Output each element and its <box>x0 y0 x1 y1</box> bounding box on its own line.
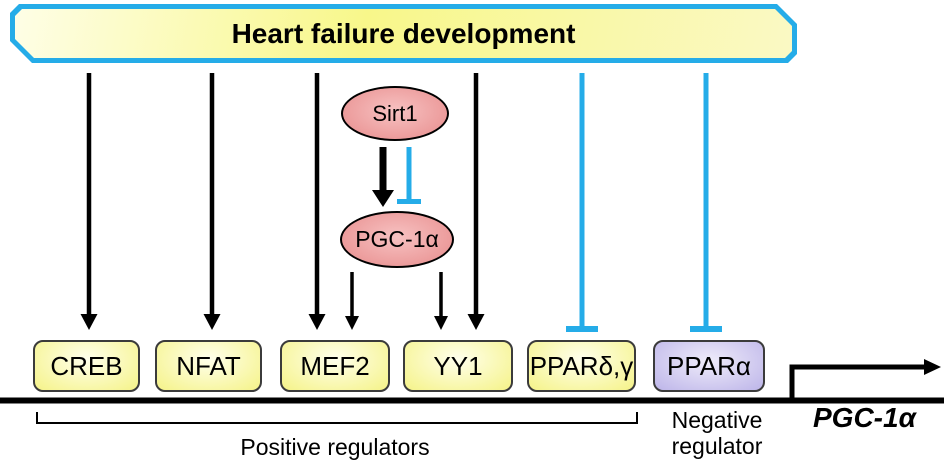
pgc1a-label: PGC-1α <box>355 226 439 252</box>
arrow-to-creb <box>80 73 98 330</box>
inhibit-to-ppardg <box>566 73 598 332</box>
box-nfat: NFAT <box>155 340 262 392</box>
yy1-label: YY1 <box>433 350 483 381</box>
heart-failure-banner: Heart failure development <box>10 4 797 63</box>
nfat-label: NFAT <box>176 350 241 381</box>
positive-group-bracket <box>36 412 638 424</box>
ppardg-label: PPARδ,γ <box>529 350 634 381</box>
arrow-sirt1-to-pgc1a <box>372 147 394 207</box>
node-sirt1: Sirt1 <box>341 86 449 141</box>
box-creb: CREB <box>33 340 140 392</box>
transcription-start-arrow <box>789 359 941 398</box>
box-ppardg: PPARδ,γ <box>527 340 636 392</box>
arrow-to-yy1 <box>467 73 485 330</box>
pgc1a-gene-label: PGC-1α <box>813 402 916 433</box>
arrow-to-mef2 <box>308 73 326 330</box>
box-yy1: YY1 <box>403 340 513 392</box>
positive-regulators-label: Positive regulators <box>240 434 430 460</box>
node-pgc1a: PGC-1α <box>340 211 454 268</box>
ppara-label: PPARα <box>667 350 751 381</box>
sirt1-label: Sirt1 <box>372 100 418 126</box>
inhibit-sirt1-to-pgc1a <box>397 147 421 204</box>
creb-label: CREB <box>50 350 123 381</box>
arrow-to-nfat <box>203 73 221 330</box>
heart-failure-banner-fill: Heart failure development <box>15 9 792 58</box>
banner-title: Heart failure development <box>231 17 576 49</box>
box-mef2: MEF2 <box>280 340 390 392</box>
arrow-pgc1a-to-yy1 <box>434 272 448 330</box>
inhibit-to-ppara <box>690 73 722 332</box>
box-ppara: PPARα <box>653 340 765 392</box>
mef2-label: MEF2 <box>300 350 370 381</box>
negative-regulator-label: Negative regulator <box>671 407 763 459</box>
arrow-pgc1a-to-mef2 <box>345 272 359 330</box>
